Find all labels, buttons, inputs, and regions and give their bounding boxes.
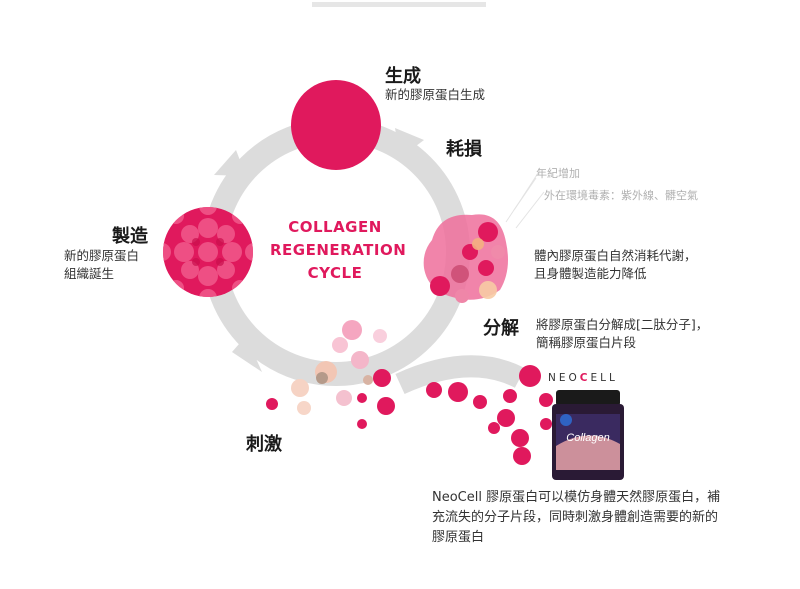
cycle-title-line-1: COLLAGEN bbox=[288, 218, 382, 236]
manufacture-desc: 新的膠原蛋白 組織誕生 bbox=[64, 247, 139, 283]
manufacture-circle bbox=[163, 207, 253, 297]
decompose-desc: 將膠原蛋白分解成[二肽分子]， 簡稱膠原蛋白片段 bbox=[536, 316, 708, 352]
decompose-desc-line-1: 將膠原蛋白分解成[二肽分子]， bbox=[536, 317, 709, 332]
consume-desc-line-2: 且身體製造能力降低 bbox=[534, 266, 647, 281]
neocell-logo-suffix: ELL bbox=[590, 372, 618, 384]
neocell-logo: NEOCELL bbox=[548, 372, 618, 384]
fragment-particles bbox=[291, 320, 387, 415]
decompose-desc-line-2: 簡稱膠原蛋白片段 bbox=[536, 335, 637, 350]
product-jar-label: Collagen bbox=[566, 432, 609, 444]
consume-blob bbox=[423, 214, 508, 303]
cycle-title-line-3: CYCLE bbox=[307, 264, 363, 282]
stimulate-particles bbox=[266, 365, 553, 465]
consume-desc: 體內膠原蛋白自然消耗代謝， 且身體製造能力降低 bbox=[534, 247, 697, 283]
generate-desc: 新的膠原蛋白生成 bbox=[385, 87, 486, 102]
factor-lines bbox=[505, 169, 545, 229]
generate-circle bbox=[291, 80, 381, 170]
product-jar: Collagen bbox=[552, 390, 624, 480]
manufacture-title: 製造 bbox=[112, 226, 148, 247]
factor-age: 年紀增加 bbox=[536, 167, 580, 180]
top-divider bbox=[312, 2, 486, 7]
product-description-line-2: 充流失的分子片段，同時刺激身體創造需要的新的 bbox=[432, 510, 719, 525]
product-description-line-1: NeoCell 膠原蛋白可以模仿身體天然膠原蛋白，補 bbox=[432, 490, 721, 505]
factor-environment: 外在環境毒素：紫外線、髒空氣 bbox=[544, 189, 698, 202]
cycle-title: COLLAGEN REGENERATION CYCLE bbox=[270, 216, 407, 285]
product-arrow bbox=[395, 355, 526, 395]
ring-arrow-top bbox=[395, 128, 424, 158]
cycle-title-line-2: REGENERATION bbox=[270, 241, 407, 259]
ring-arrow-left bbox=[214, 150, 246, 176]
manufacture-desc-line-2: 組織誕生 bbox=[64, 266, 115, 281]
ring-arrow-bottom bbox=[232, 336, 262, 372]
product-description: NeoCell 膠原蛋白可以模仿身體天然膠原蛋白，補 充流失的分子片段，同時刺激… bbox=[432, 488, 720, 548]
stimulate-title: 刺激 bbox=[246, 434, 282, 455]
manufacture-desc-line-1: 新的膠原蛋白 bbox=[64, 248, 140, 263]
decompose-title: 分解 bbox=[483, 318, 519, 339]
consume-title: 耗損 bbox=[446, 139, 482, 160]
neocell-logo-mark: C bbox=[579, 372, 591, 384]
generate-title: 生成 bbox=[385, 66, 421, 87]
product-description-line-3: 膠原蛋白 bbox=[432, 530, 485, 545]
consume-desc-line-1: 體內膠原蛋白自然消耗代謝， bbox=[534, 248, 697, 263]
neocell-logo-prefix: NEO bbox=[548, 372, 580, 384]
